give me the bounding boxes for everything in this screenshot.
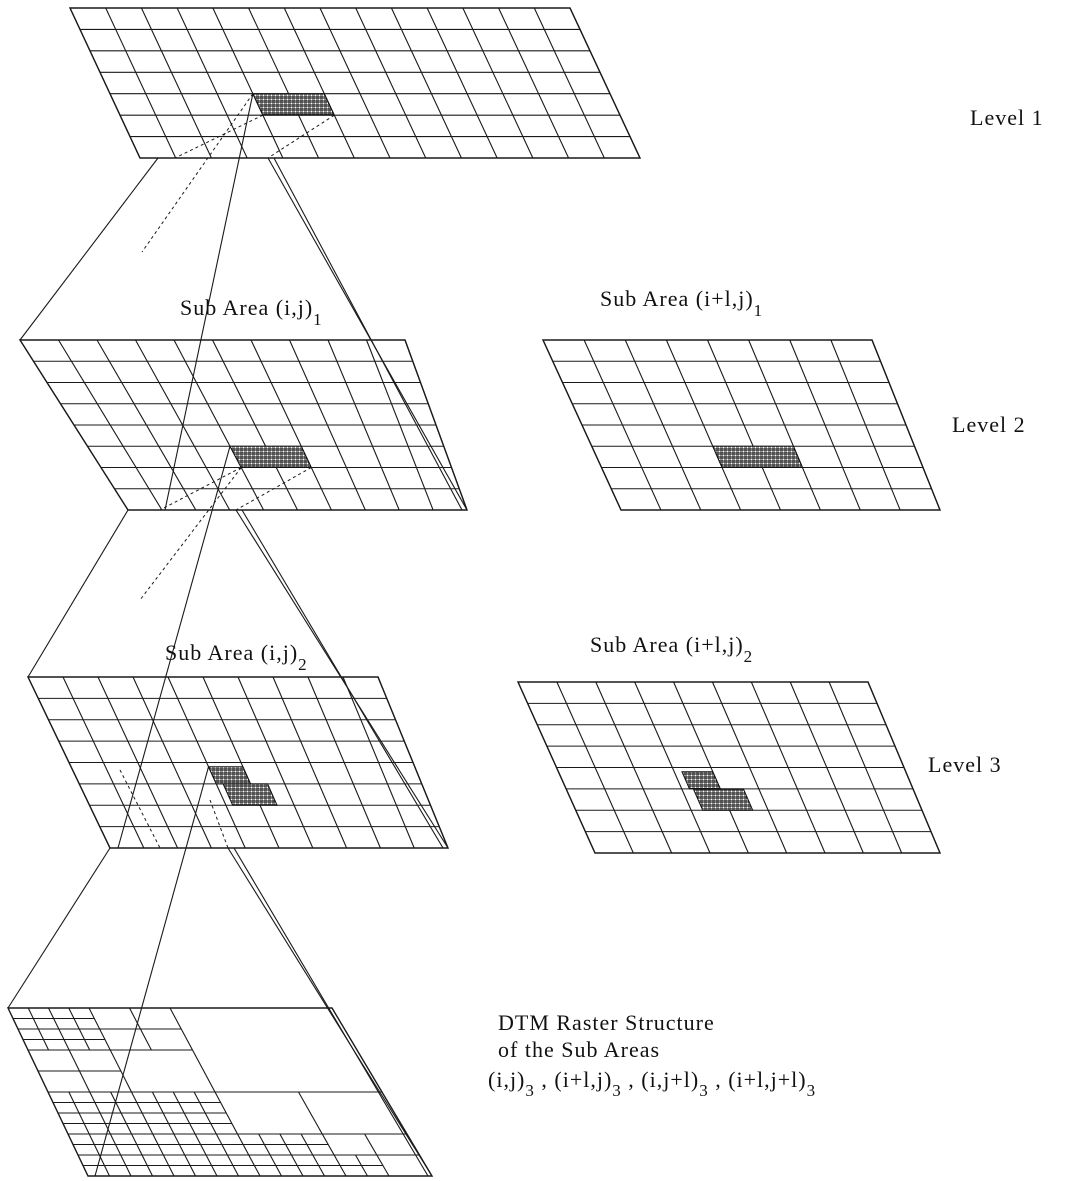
connector-l3-dtm xyxy=(233,847,429,1177)
hatched-cell-block xyxy=(222,783,278,806)
dtm-caption-line2: of the Sub Areas xyxy=(498,1037,660,1062)
dtm-line xyxy=(151,1091,196,1177)
connector-l1-l2 xyxy=(19,157,159,341)
hatched-cell-block xyxy=(252,93,336,116)
grid-column-line xyxy=(498,7,570,159)
hatched-cell-block xyxy=(207,766,252,785)
level2-subarea-ij-grid xyxy=(18,339,469,511)
dtm-raster-grid xyxy=(6,1007,434,1177)
connector-lines xyxy=(7,93,468,1177)
level1-label: Level 1 xyxy=(970,105,1044,130)
connector-l3-dashed xyxy=(209,799,229,849)
connector-l3-dtm xyxy=(7,847,111,1009)
level2-subarea-i1j-grid xyxy=(541,339,942,511)
dtm-line xyxy=(88,1007,132,1093)
dtm-line xyxy=(48,1007,70,1051)
connector-l1-l2 xyxy=(273,157,463,511)
grid-frame xyxy=(26,676,450,849)
dtm-line xyxy=(364,1133,390,1177)
subarea-label-l2-left: Sub Area (i,j)1 xyxy=(180,295,323,329)
level3-subarea-ij-grid xyxy=(26,676,450,849)
grid-column-line xyxy=(390,7,462,159)
grid-column-line xyxy=(283,7,355,159)
grid-column-line xyxy=(248,7,320,159)
dtm-line xyxy=(354,1154,368,1177)
subarea-label-l3-left: Sub Area (i,j)2 xyxy=(165,640,308,674)
hatched-cell-block xyxy=(712,445,804,468)
level3-subarea-i1j-grid xyxy=(516,681,942,854)
dtm-line xyxy=(169,1007,261,1177)
connector-l2-l3 xyxy=(27,509,129,678)
dtm-caption-line3: (i,j)3 , (i+l,j)3 , (i,j+l)3 , (i+l,j+l)… xyxy=(488,1067,816,1100)
grid-column-line xyxy=(140,7,212,159)
connector-l3-dtm xyxy=(227,847,433,1177)
subarea-label-l2-right: Sub Area (i+l,j)1 xyxy=(600,286,763,320)
grid-frame xyxy=(541,339,942,511)
dtm-caption-line1: DTM Raster Structure xyxy=(498,1010,715,1035)
dtm-line xyxy=(68,1007,91,1051)
level1-grid xyxy=(68,7,642,159)
grid-column-line xyxy=(462,7,534,159)
grid-column-line xyxy=(533,7,605,159)
dtm-frame xyxy=(6,1007,434,1177)
grid-column-line xyxy=(212,7,284,159)
connector-l2-l3 xyxy=(117,446,231,849)
connector-l2-l3 xyxy=(241,509,444,849)
dtm-line xyxy=(300,1133,325,1177)
dtm-line xyxy=(129,1007,152,1051)
hatched-cell-block xyxy=(229,445,313,468)
dtm-line xyxy=(298,1091,347,1177)
grid-column-line xyxy=(176,7,248,159)
dtm-line xyxy=(68,1049,91,1093)
connector-l2-dashed xyxy=(139,467,242,601)
dtm-line xyxy=(193,1091,239,1177)
connector-l1-dashed xyxy=(141,93,254,253)
connector-l1-dashed xyxy=(267,114,335,159)
grid-frame xyxy=(68,7,642,159)
hatched-cell-block xyxy=(681,771,722,790)
grid-column-line xyxy=(105,7,177,159)
level2-label: Level 2 xyxy=(952,412,1026,437)
grid-column-line xyxy=(355,7,427,159)
grid-frame xyxy=(516,681,942,854)
grid-frame xyxy=(18,339,469,511)
grid-column-line xyxy=(319,7,391,159)
dtm-line xyxy=(172,1091,218,1177)
connector-l1-l2 xyxy=(164,93,254,511)
connector-l3-dtm xyxy=(94,766,210,1177)
connector-l3-dashed xyxy=(119,769,161,849)
level3-label: Level 3 xyxy=(928,752,1002,777)
grid-column-line xyxy=(426,7,498,159)
subarea-label-l3-right: Sub Area (i+l,j)2 xyxy=(590,632,753,666)
hatched-cell-block xyxy=(692,788,754,811)
